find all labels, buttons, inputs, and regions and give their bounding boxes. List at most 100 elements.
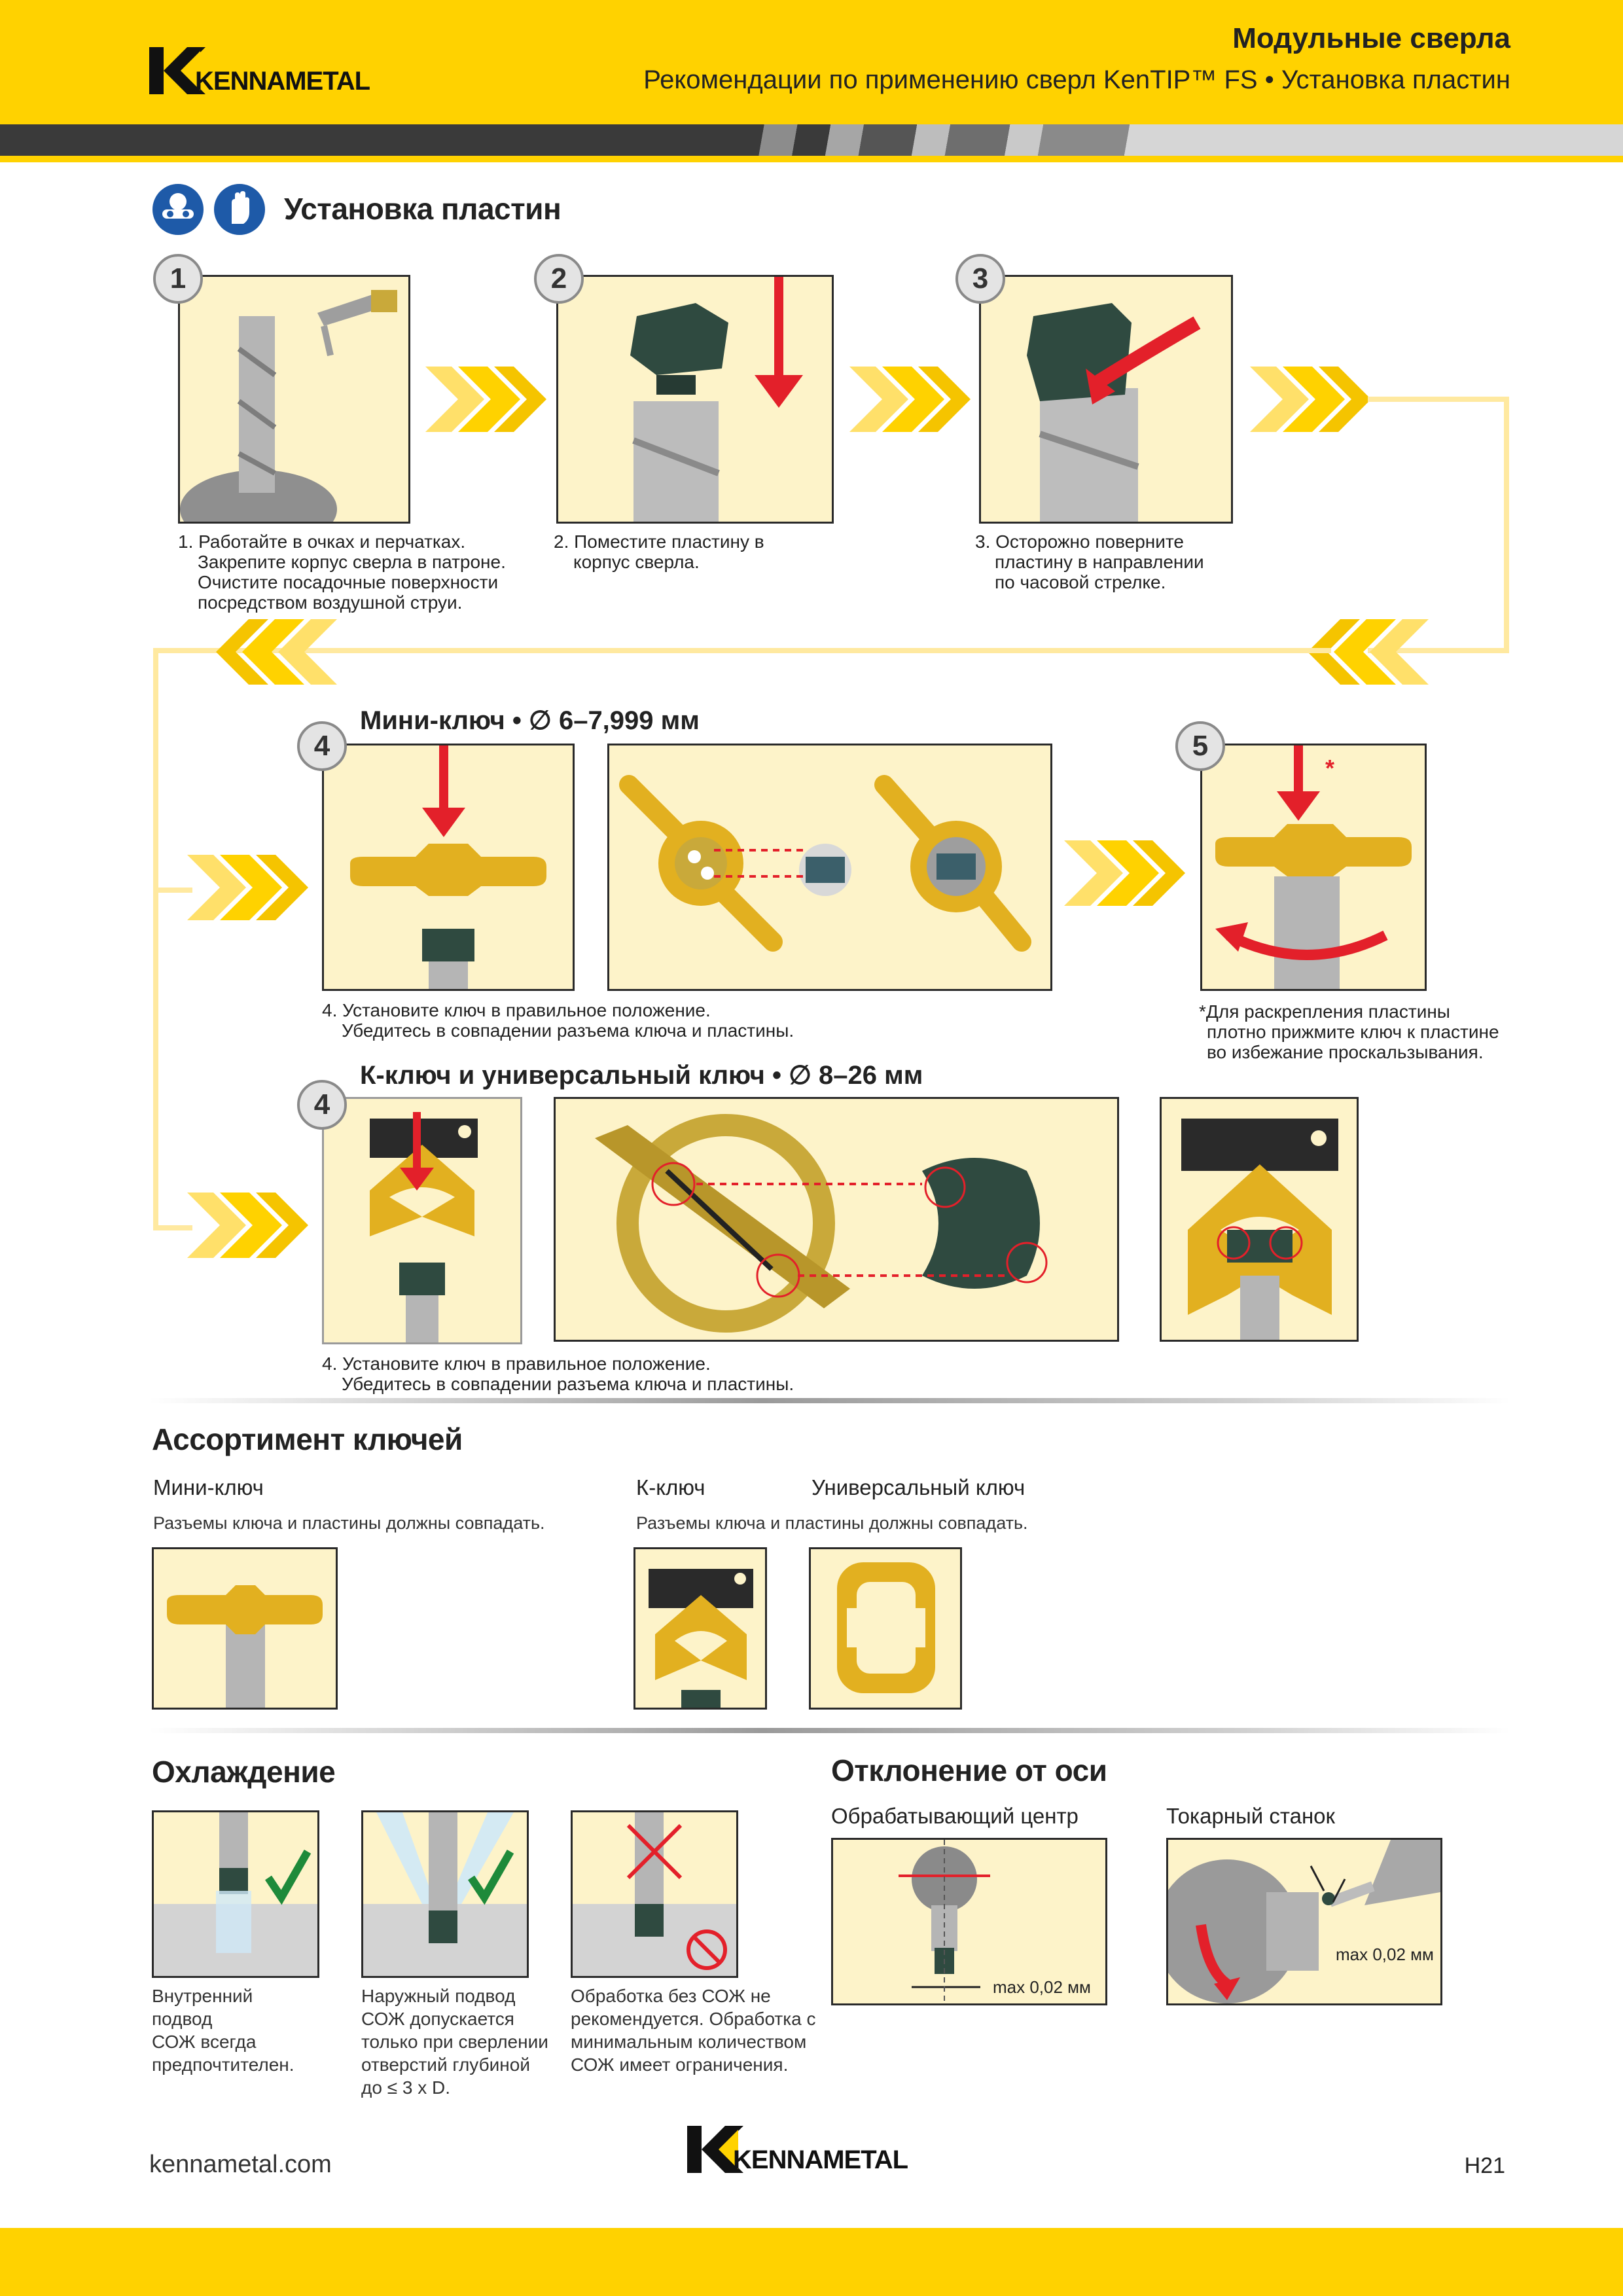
asterisk-mark: *: [1325, 755, 1335, 781]
step-3-caption: 3. Осторожно поверните пластину в направ…: [975, 531, 1250, 592]
caption-line: корпус сверла.: [573, 552, 700, 572]
caption-line: Очистите посадочные поверхности: [198, 572, 499, 592]
flow-connector-line: [153, 648, 1331, 653]
k-key-detail-image: [554, 1097, 1119, 1342]
mini-key-desc: Разъемы ключа и пластины должны совпадат…: [153, 1513, 545, 1533]
deviation-title: Отклонение от оси: [831, 1753, 1107, 1787]
mini-key-step-5-number: 5: [1175, 721, 1225, 771]
step-1-caption: 1. Работайте в очках и перчатках. Закреп…: [178, 531, 518, 613]
page-number: H21: [1464, 2153, 1505, 2178]
caption-line: 4. Установите ключ в правильное положени…: [322, 1354, 711, 1374]
cooling-external-image: [361, 1810, 529, 1978]
caption-line: Внутренний: [152, 1986, 253, 2006]
note-line: *Для раскрепления пластины: [1199, 1001, 1450, 1022]
machining-center-label: Обрабатывающий центр: [831, 1804, 1079, 1828]
caption-line: подвод: [152, 2009, 213, 2029]
caption-line: Убедитесь в совпадении разъема ключа и п…: [342, 1374, 794, 1394]
universal-key-label: Универсальный ключ: [812, 1475, 1026, 1499]
cooling-external-caption: Наружный подвод СОЖ допускается только п…: [361, 1984, 571, 2099]
caption-line: до ≤ 3 x D.: [361, 2077, 450, 2098]
caption-line: отверстий глубиной: [361, 2054, 530, 2075]
flow-connector-line: [153, 888, 192, 893]
step-1-number: 1: [153, 254, 203, 304]
footer-band: [0, 2228, 1623, 2296]
mini-key-step-4-number: 4: [297, 721, 347, 771]
mini-key-step-5-image: *: [1200, 744, 1427, 991]
section-divider: [149, 1728, 1510, 1733]
mini-key-label: Мини-ключ: [153, 1475, 264, 1499]
gloves-icon: [213, 183, 266, 236]
step-1-image: [178, 275, 410, 524]
caption-line: СОЖ всегда: [152, 2032, 257, 2052]
safety-goggles-icon: [152, 183, 204, 236]
mini-key-caption: 4. Установите ключ в правильное положени…: [322, 1000, 976, 1041]
k-key-step-4-image: [322, 1097, 522, 1344]
flow-connector-line: [153, 648, 158, 1230]
machining-center-tolerance: max 0,02 мм: [993, 1977, 1091, 1997]
caption-line: Наружный подвод: [361, 1986, 516, 2006]
caption-line: Закрепите корпус сверла в патроне.: [198, 552, 506, 572]
logo-wordmark: KENNAMETAL: [195, 67, 370, 96]
step-2-number: 2: [534, 254, 584, 304]
note-line: плотно прижмите ключ к пластине: [1207, 1022, 1499, 1042]
mini-key-detail-image: [607, 744, 1052, 991]
chevron-right-icon: [1250, 367, 1371, 432]
cooling-internal-image: [152, 1810, 319, 1978]
cooling-dry-caption: Обработка без СОЖ не рекомендуется. Обра…: [571, 1984, 846, 2076]
lathe-image: max 0,02 мм: [1166, 1838, 1442, 2005]
mini-key-product-image: [152, 1547, 338, 1710]
step-2-image: [556, 275, 834, 524]
caption-line: СОЖ допускается: [361, 2009, 514, 2029]
k-key-product-image: [633, 1547, 767, 1710]
section-install-title: Установка пластин: [284, 192, 562, 226]
flow-connector-line: [153, 1225, 192, 1230]
step-3-number: 3: [955, 254, 1005, 304]
cooling-title: Охлаждение: [152, 1755, 336, 1789]
lathe-label: Токарный станок: [1166, 1804, 1335, 1828]
chevron-right-icon: [187, 1193, 308, 1258]
universal-key-product-image: [809, 1547, 962, 1710]
caption-line: по часовой стрелке.: [995, 572, 1166, 592]
caption-line: Убедитесь в совпадении разъема ключа и п…: [342, 1020, 794, 1041]
kennametal-logo: KENNAMETAL: [149, 46, 424, 98]
footer-website[interactable]: kennametal.com: [149, 2151, 332, 2178]
header-underline: [0, 156, 1623, 162]
caption-line: посредством воздушной струи.: [198, 592, 463, 613]
caption-line: Обработка без СОЖ не: [571, 1986, 771, 2006]
note-line: во избежание проскальзывания.: [1207, 1042, 1484, 1062]
flow-connector-line: [1368, 397, 1509, 653]
k-key-desc: Разъемы ключа и пластины должны совпадат…: [636, 1513, 1028, 1533]
cooling-dry-image: [571, 1810, 738, 1978]
caption-line: предпочтителен.: [152, 2054, 294, 2075]
k-key-step-4-number: 4: [297, 1080, 347, 1130]
assortment-title: Ассортимент ключей: [152, 1422, 463, 1456]
chevron-right-icon: [849, 367, 971, 432]
k-key-caption: 4. Установите ключ в правильное положени…: [322, 1354, 976, 1394]
header-stripe: [0, 124, 1623, 156]
caption-line: 4. Установите ключ в правильное положени…: [322, 1000, 711, 1020]
mini-key-note: *Для раскрепления пластины плотно прижми…: [1199, 1001, 1539, 1062]
k-key-label: К-ключ: [636, 1475, 705, 1499]
caption-line: 2. Поместите пластину в: [554, 531, 764, 552]
header-subtitle: Рекомендации по применению сверл KenTIP™…: [643, 65, 1510, 94]
header-title: Модульные сверла: [1232, 22, 1510, 54]
step-2-caption: 2. Поместите пластину в корпус сверла.: [554, 531, 815, 572]
chevron-left-icon: [216, 619, 337, 685]
footer-kennametal-logo: KENNAMETAL: [687, 2125, 962, 2177]
caption-line: СОЖ имеет ограничения.: [571, 2054, 789, 2075]
caption-line: пластину в направлении: [995, 552, 1204, 572]
logo-wordmark: KENNAMETAL: [733, 2145, 908, 2174]
chevron-right-icon: [1064, 840, 1185, 906]
chevron-right-icon: [425, 367, 546, 432]
cooling-internal-caption: Внутренний подвод СОЖ всегда предпочтите…: [152, 1984, 348, 2076]
caption-line: рекомендуется. Обработка с: [571, 2009, 816, 2029]
chevron-right-icon: [187, 855, 308, 920]
mini-key-step-4-image: [322, 744, 575, 991]
machining-center-image: max 0,02 мм: [831, 1838, 1107, 2005]
step-3-image: [979, 275, 1233, 524]
caption-line: 3. Осторожно поверните: [975, 531, 1184, 552]
mini-key-title: Мини-ключ • ∅ 6–7,999 мм: [360, 706, 700, 735]
caption-line: минимальным количеством: [571, 2032, 807, 2052]
k-key-title: К-ключ и универсальный ключ • ∅ 8–26 мм: [360, 1061, 923, 1090]
section-divider: [149, 1398, 1510, 1403]
